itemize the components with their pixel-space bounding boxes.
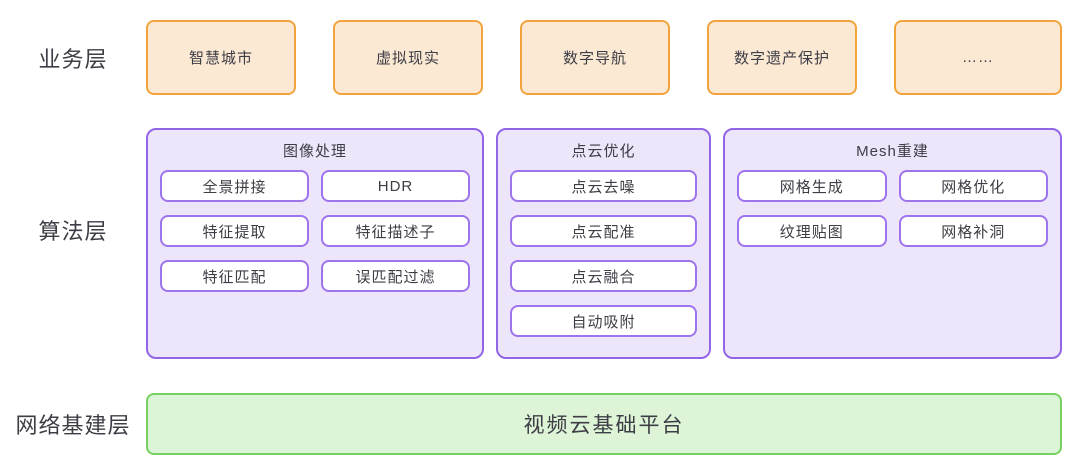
algo-item-mesh-hole-filling: 网格补洞: [898, 215, 1048, 247]
group-mesh-reconstruction-title: Mesh重建: [856, 143, 929, 160]
algo-item-texture-mapping: 纹理贴图: [737, 215, 887, 247]
group-point-cloud-optimization: 点云优化 点云去噪 点云配准 点云融合 自动吸附: [496, 128, 711, 359]
group-image-processing-title: 图像处理: [282, 143, 347, 160]
algo-item-pointcloud-fusion: 点云融合: [510, 260, 697, 292]
algo-item-auto-snapping: 自动吸附: [510, 305, 697, 337]
algo-item-hdr: HDR: [321, 170, 470, 202]
business-item-digital-navigation: 数字导航: [520, 20, 670, 95]
infrastructure-layer-label: 网络基建层: [15, 413, 131, 438]
group-image-processing-items: 全景拼接 HDR 特征提取 特征描述子 特征匹配 误匹配过滤: [160, 170, 470, 292]
infrastructure-layer-content: 视频云基础平台: [146, 393, 1062, 455]
algorithm-layer-row: 算法层 图像处理 全景拼接 HDR 特征提取 特征描述子 特征匹配 误匹配过滤 …: [0, 128, 1062, 359]
business-item-virtual-reality: 虚拟现实: [333, 20, 483, 95]
business-layer-items: 智慧城市 虚拟现实 数字导航 数字遗产保护 ……: [146, 20, 1062, 95]
algo-item-mesh-optimization: 网格优化: [898, 170, 1048, 202]
group-point-cloud-optimization-items: 点云去噪 点云配准 点云融合 自动吸附: [510, 170, 697, 337]
business-item-smart-city: 智慧城市: [146, 20, 296, 95]
algo-item-pointcloud-registration: 点云配准: [510, 215, 697, 247]
business-item-digital-heritage-protection: 数字遗产保护: [707, 20, 857, 95]
algo-item-feature-matching: 特征匹配: [160, 260, 309, 292]
group-point-cloud-optimization-title: 点云优化: [571, 143, 636, 160]
algo-item-feature-extraction: 特征提取: [160, 215, 309, 247]
business-layer-row: 业务层 智慧城市 虚拟现实 数字导航 数字遗产保护 ……: [0, 20, 1062, 95]
infrastructure-platform-box: 视频云基础平台: [146, 393, 1062, 455]
algo-item-feature-descriptor: 特征描述子: [321, 215, 470, 247]
group-mesh-reconstruction-items: 网格生成 网格优化 纹理贴图 网格补洞: [737, 170, 1048, 247]
group-mesh-reconstruction: Mesh重建 网格生成 网格优化 纹理贴图 网格补洞: [723, 128, 1062, 359]
algorithm-layer-label: 算法层: [38, 218, 108, 244]
algorithm-layer-groups: 图像处理 全景拼接 HDR 特征提取 特征描述子 特征匹配 误匹配过滤 点云优化…: [146, 128, 1062, 359]
algo-item-pointcloud-denoising: 点云去噪: [510, 170, 697, 202]
algo-item-mismatch-filtering: 误匹配过滤: [321, 260, 470, 292]
business-layer-label: 业务层: [38, 46, 108, 72]
business-item-ellipsis: ……: [894, 20, 1062, 95]
infrastructure-layer-row: 网络基建层 视频云基础平台: [0, 393, 1062, 455]
algo-item-mesh-generation: 网格生成: [737, 170, 887, 202]
algo-item-panorama-stitching: 全景拼接: [160, 170, 309, 202]
group-image-processing: 图像处理 全景拼接 HDR 特征提取 特征描述子 特征匹配 误匹配过滤: [146, 128, 484, 359]
